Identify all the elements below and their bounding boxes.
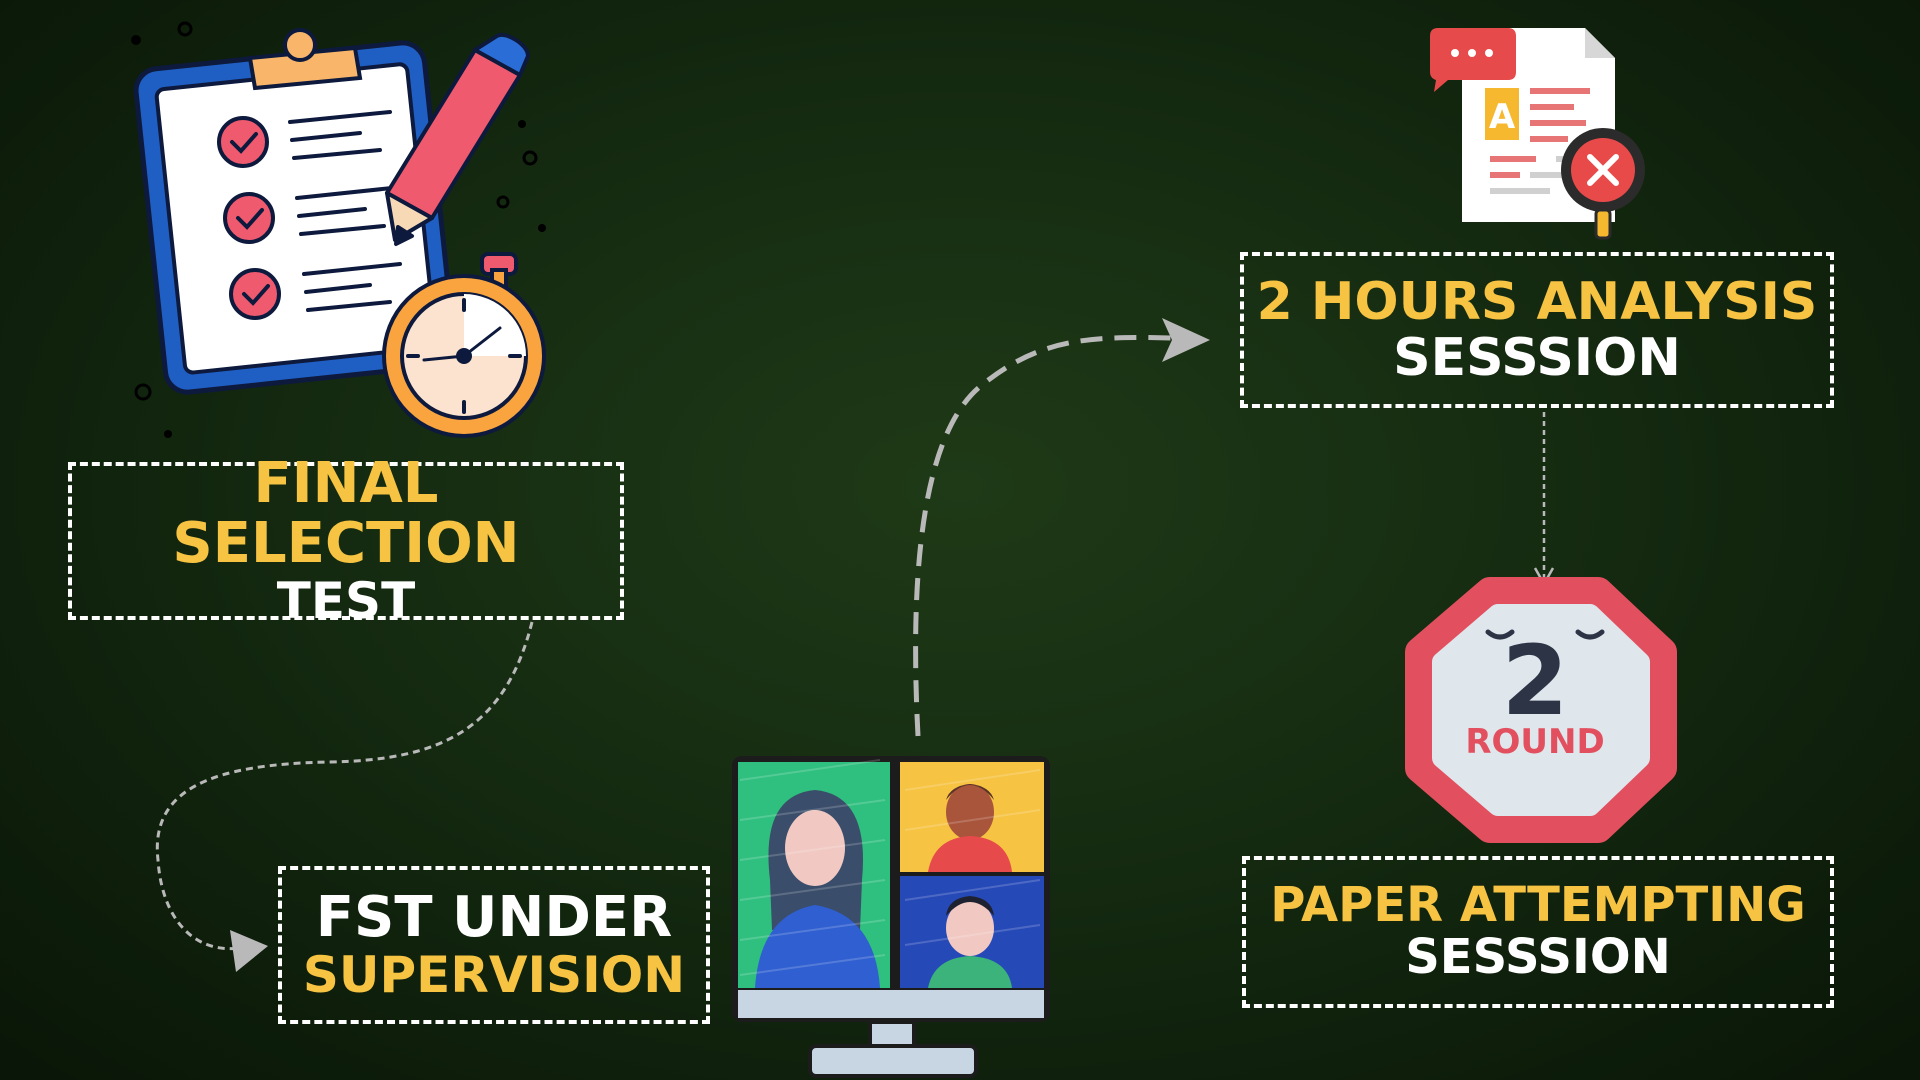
step-paper-attempting-session: PAPER ATTEMPTING SESSSION — [1242, 856, 1834, 1008]
step-final-selection-line2: TEST — [276, 572, 416, 631]
step-paper-line1: PAPER ATTEMPTING — [1270, 877, 1806, 934]
step-fst-under-supervision: FST UNDER SUPERVISION — [278, 866, 710, 1024]
svg-text:A: A — [1489, 97, 1516, 137]
arrow-fst-to-analysis — [913, 335, 1173, 737]
arrowhead-fst — [230, 930, 268, 972]
step-fst-line1: FST UNDER — [315, 884, 673, 950]
step-final-selection-line1: FINAL SELECTION — [172, 450, 520, 576]
step-analysis-line1: 2 HOURS ANALYSIS — [1256, 271, 1818, 332]
arrow-final-to-fst — [155, 621, 534, 951]
step-analysis-line2: SESSSION — [1393, 328, 1681, 388]
round-label: ROUND — [1465, 722, 1604, 762]
pencil-icon — [385, 32, 530, 246]
arrowhead-analysis — [1162, 318, 1210, 362]
round-number: 2 — [1502, 625, 1569, 737]
step-paper-line2: SESSSION — [1405, 929, 1671, 985]
step-fst-line2: SUPERVISION — [302, 946, 686, 1005]
step-analysis-session: 2 HOURS ANALYSIS SESSSION — [1240, 252, 1834, 408]
step-final-selection-test: FINAL SELECTION TEST — [68, 453, 624, 628]
stopwatch-icon — [382, 252, 546, 438]
